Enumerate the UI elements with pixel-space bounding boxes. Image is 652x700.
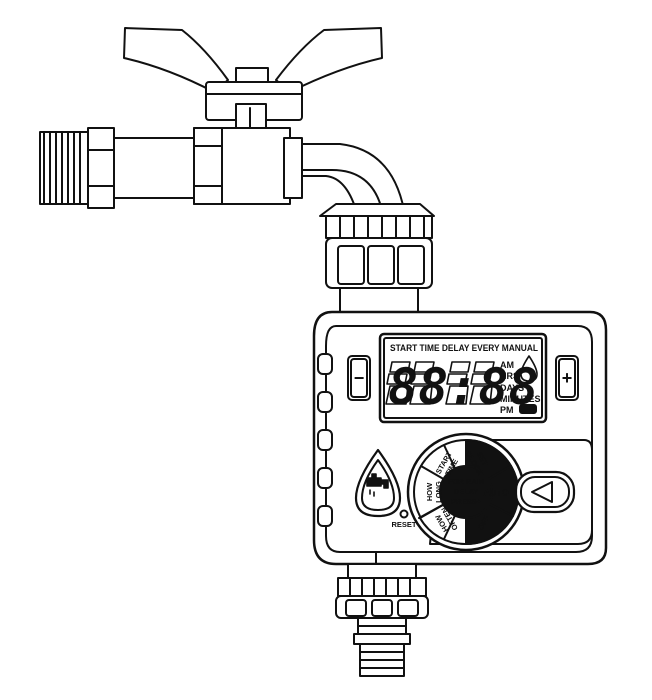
lcd-days: DAYS [500,383,524,393]
minus-button[interactable]: − [347,355,371,401]
faucet-icon [366,473,389,497]
faucet-body [39,127,405,211]
arrow-button[interactable] [514,470,576,514]
minus-label: − [354,368,365,388]
water-drop-icon [520,355,538,382]
plus-label: + [562,368,573,388]
dial-center-line-2: DELAY [454,487,479,496]
dial-how-long-2: LONG [434,481,443,503]
dial-auto: AUTO [483,488,508,498]
dial-how-long-1: HOW [425,482,434,501]
lcd-minutes: MINUTES [500,394,541,404]
reset-button[interactable]: RESET [391,509,417,530]
lcd-pm: PM [500,405,514,415]
inlet-threads [43,131,81,205]
lcd-seven-segment [385,361,495,405]
manual-water-button[interactable] [354,448,402,518]
battery-icon [519,404,537,414]
dial-center-line-3: PRESS+ [451,497,481,506]
reset-label: RESET [391,520,416,529]
lcd-hrs: HRS [500,371,519,381]
wing-handle [123,27,383,129]
top-coupling [319,203,435,313]
dial-center-line-1: FOR RAIN [448,477,484,486]
plus-button[interactable]: + [555,355,579,401]
lcd-am: AM [500,360,514,370]
lcd-header: START TIME DELAY EVERY MANUAL [390,343,538,354]
bottom-outlet [335,551,429,677]
left-arrow-icon [531,481,553,503]
program-dial[interactable]: FOR RAIN DELAY PRESS+ AUTO SET CLOCK OFF… [406,432,526,552]
lcd-screen: START TIME DELAY EVERY MANUAL 88:88 AM H… [378,332,548,424]
